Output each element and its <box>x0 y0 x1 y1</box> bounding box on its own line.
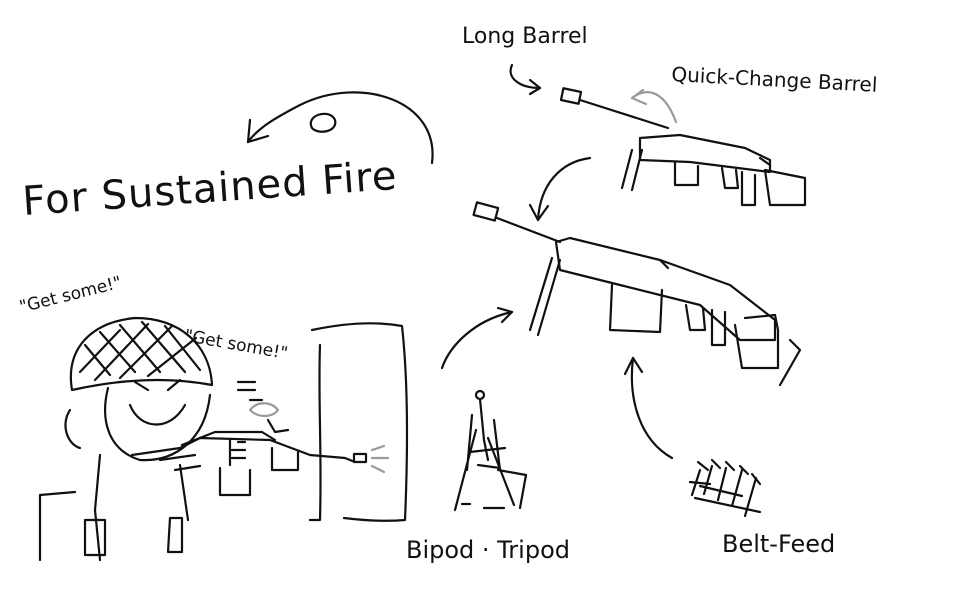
wall-sketch <box>308 322 409 522</box>
long-barrel-label: Long Barrel <box>462 24 588 49</box>
ammo-belt-sketch <box>688 458 762 518</box>
long-barrel-arrow <box>509 63 542 96</box>
down-arrow <box>528 156 592 222</box>
bipod-tripod-label: Bipod · Tripod <box>406 536 570 564</box>
soldier-sketch <box>38 316 214 562</box>
loop-arrow <box>246 91 434 165</box>
shout-marks <box>236 380 264 402</box>
assembled-rifle <box>472 201 802 387</box>
belt-feed-label: Belt-Feed <box>722 530 836 558</box>
tripod-sketch <box>453 389 528 512</box>
top-rifle <box>559 87 807 207</box>
bipod-arrow <box>440 306 514 370</box>
soldier-gun <box>130 402 390 497</box>
belt-arrow <box>623 356 674 460</box>
